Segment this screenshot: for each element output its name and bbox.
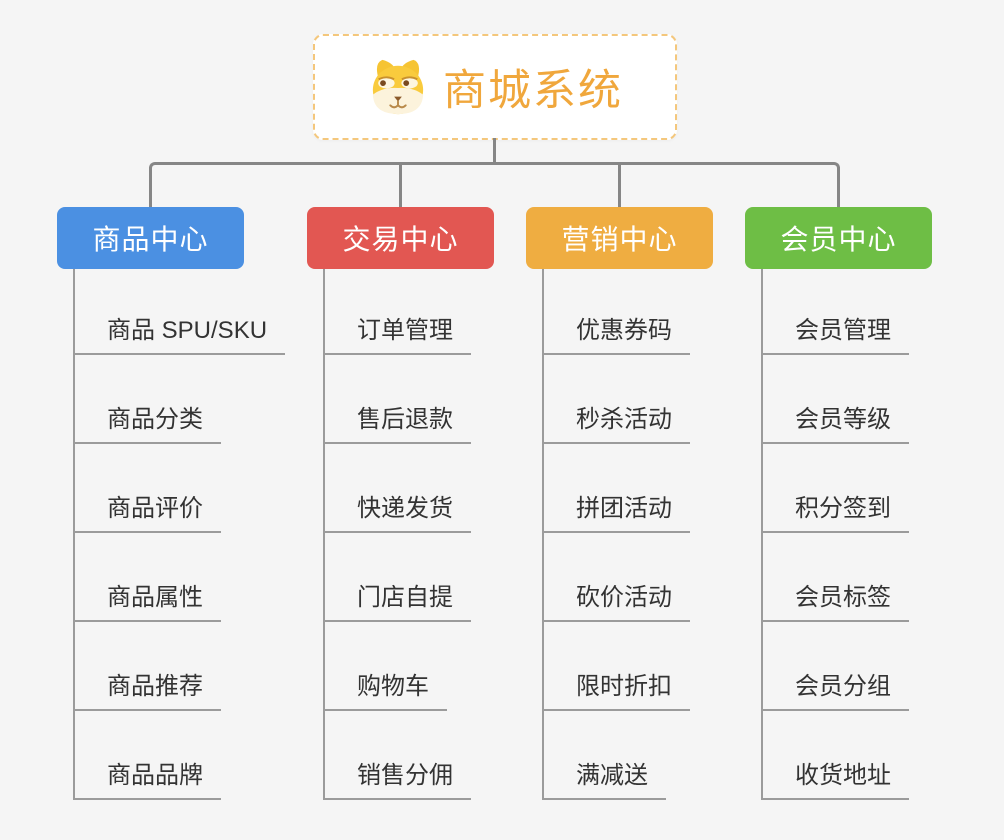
leaf-node[interactable]: 商品品牌 [73,762,221,800]
leaf-node[interactable]: 收货地址 [761,762,909,800]
branch-trunk-line [73,269,75,800]
branch-products: 商品中心 商品 SPU/SKU 商品分类 商品评价 商品属性 商品推荐 商品品牌 [57,207,307,807]
branch-label: 营销中心 [561,224,678,255]
root-title: 商城系统 [443,67,623,115]
leaf-node[interactable]: 售后退款 [323,406,471,444]
leaf-node[interactable]: 会员分组 [761,673,909,711]
branch-members: 会员中心 会员管理 会员等级 积分签到 会员标签 会员分组 收货地址 [745,207,995,807]
branch-label: 交易中心 [342,224,459,255]
branch-label: 会员中心 [780,224,897,255]
connector-right-elbow [495,162,840,208]
branch-trunk-line [542,269,544,800]
leaf-node[interactable]: 商品推荐 [73,673,221,711]
leaf-node[interactable]: 砍价活动 [542,584,690,622]
leaf-node[interactable]: 商品 SPU/SKU [73,317,286,355]
connector-stub-trade [399,162,402,208]
connector-root-stem [493,138,496,164]
branch-trade: 交易中心 订单管理 售后退款 快递发货 门店自提 购物车 销售分佣 [307,207,557,807]
dog-icon [367,58,429,116]
leaf-node[interactable]: 购物车 [323,673,447,711]
connector-left-elbow [149,162,495,208]
root-node[interactable]: 商城系统 [313,34,677,140]
leaf-node[interactable]: 拼团活动 [542,495,690,533]
leaf-node[interactable]: 销售分佣 [323,762,471,800]
branch-header-marketing[interactable]: 营销中心 [526,207,713,269]
leaf-node[interactable]: 订单管理 [323,317,471,355]
leaf-node[interactable]: 商品分类 [73,406,221,444]
branch-header-trade[interactable]: 交易中心 [307,207,494,269]
leaf-node[interactable]: 满减送 [542,762,666,800]
leaf-node[interactable]: 秒杀活动 [542,406,690,444]
leaf-node[interactable]: 积分签到 [761,495,909,533]
leaf-node[interactable]: 快递发货 [323,495,471,533]
branch-header-members[interactable]: 会员中心 [745,207,932,269]
leaf-node[interactable]: 优惠券码 [542,317,690,355]
branch-trunk-line [761,269,763,800]
leaf-node[interactable]: 限时折扣 [542,673,690,711]
branch-marketing: 营销中心 优惠券码 秒杀活动 拼团活动 砍价活动 限时折扣 满减送 [526,207,776,807]
leaf-node[interactable]: 商品属性 [73,584,221,622]
branch-header-products[interactable]: 商品中心 [57,207,244,269]
leaf-node[interactable]: 商品评价 [73,495,221,533]
connector-stub-marketing [618,162,621,208]
branch-label: 商品中心 [92,224,209,255]
leaf-node[interactable]: 会员标签 [761,584,909,622]
leaf-node[interactable]: 门店自提 [323,584,471,622]
branch-trunk-line [323,269,325,800]
leaf-node[interactable]: 会员等级 [761,406,909,444]
leaf-node[interactable]: 会员管理 [761,317,909,355]
